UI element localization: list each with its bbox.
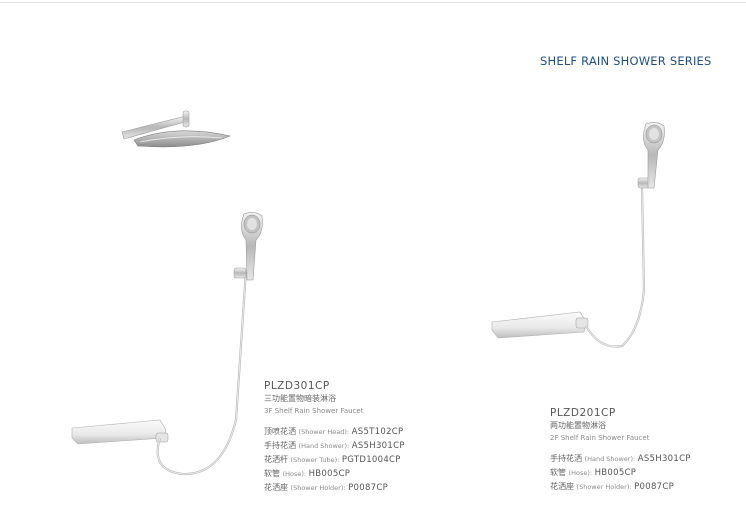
product-block-plzd201cp: PLZD201CP 两功能置物淋浴 2F Shelf Rain Shower F… — [550, 407, 691, 494]
product-code: PLZD201CP — [550, 407, 616, 419]
part-item: 手持花洒 (Hand Shower): AS5H301CP — [550, 452, 691, 466]
part-number: AS5T102CP — [351, 427, 404, 437]
part-item: 顶喷花洒 (Shower Head): AS5T102CP — [264, 425, 405, 439]
part-number: HB005CP — [308, 469, 351, 479]
series-title: SHELF RAIN SHOWER SERIES — [540, 54, 712, 68]
part-name-en: (Hose): — [568, 469, 593, 477]
right-shelf-faucet-image — [491, 187, 646, 348]
part-name-cn: 软管 — [550, 468, 566, 477]
part-name-cn: 手持花洒 — [550, 454, 582, 463]
product-name-en: 3F Shelf Rain Shower Faucet — [264, 407, 364, 415]
product-code: PLZD301CP — [264, 380, 330, 392]
part-name-cn: 手持花洒 — [264, 441, 296, 450]
part-item: 花洒座 (Shower Holder): P0087CP — [264, 481, 405, 495]
part-number: PGTD1004CP — [341, 455, 401, 465]
left-hand-shower-image — [233, 212, 263, 281]
part-name-en: (Shower Tube): — [290, 456, 340, 464]
part-name-cn: 顶喷花洒 — [264, 427, 296, 436]
part-name-cn: 花洒座 — [264, 483, 288, 492]
part-item: 花洒杆 (Shower Tube): PGTD1004CP — [264, 453, 405, 467]
part-number: AS5H301CP — [637, 454, 691, 464]
part-item: 软管 (Hose): HB005CP — [550, 466, 691, 480]
part-name-cn: 花洒杆 — [264, 455, 288, 464]
part-item: 花洒座 (Shower Holder): P0087CP — [550, 480, 691, 494]
product-block-plzd301cp: PLZD301CP 三功能置物暗装淋浴 3F Shelf Rain Shower… — [264, 380, 405, 495]
part-name-en: (Hose): — [282, 470, 307, 478]
left-shelf-faucet-image — [71, 269, 248, 476]
part-number: AS5H301CP — [351, 441, 405, 451]
part-name-en: (Hand Shower): — [584, 455, 636, 463]
part-name-en: (Hand Shower): — [298, 442, 350, 450]
part-name-cn: 花洒座 — [550, 482, 574, 491]
part-name-en: (Shower Holder): — [290, 484, 346, 492]
part-item: 手持花洒 (Hand Shower): AS5H301CP — [264, 439, 405, 453]
right-hand-shower-image — [637, 122, 665, 189]
part-name-en: (Shower Head): — [298, 428, 350, 436]
part-number: HB005CP — [594, 468, 637, 478]
part-number: P0087CP — [348, 483, 389, 493]
part-name-cn: 软管 — [264, 469, 280, 478]
part-number: P0087CP — [634, 482, 675, 492]
part-name-en: (Shower Holder): — [576, 483, 632, 491]
product-name-cn: 三功能置物暗装淋浴 — [264, 394, 336, 403]
product-name-cn: 两功能置物淋浴 — [550, 421, 606, 430]
parts-list: 顶喷花洒 (Shower Head): AS5T102CP 手持花洒 (Hand… — [264, 425, 405, 495]
product-name-en: 2F Shelf Rain Shower Faucet — [550, 434, 650, 442]
part-item: 软管 (Hose): HB005CP — [264, 467, 405, 481]
rain-shower-head-image — [121, 110, 231, 148]
parts-list: 手持花洒 (Hand Shower): AS5H301CP 软管 (Hose):… — [550, 452, 691, 494]
top-divider — [0, 2, 746, 3]
